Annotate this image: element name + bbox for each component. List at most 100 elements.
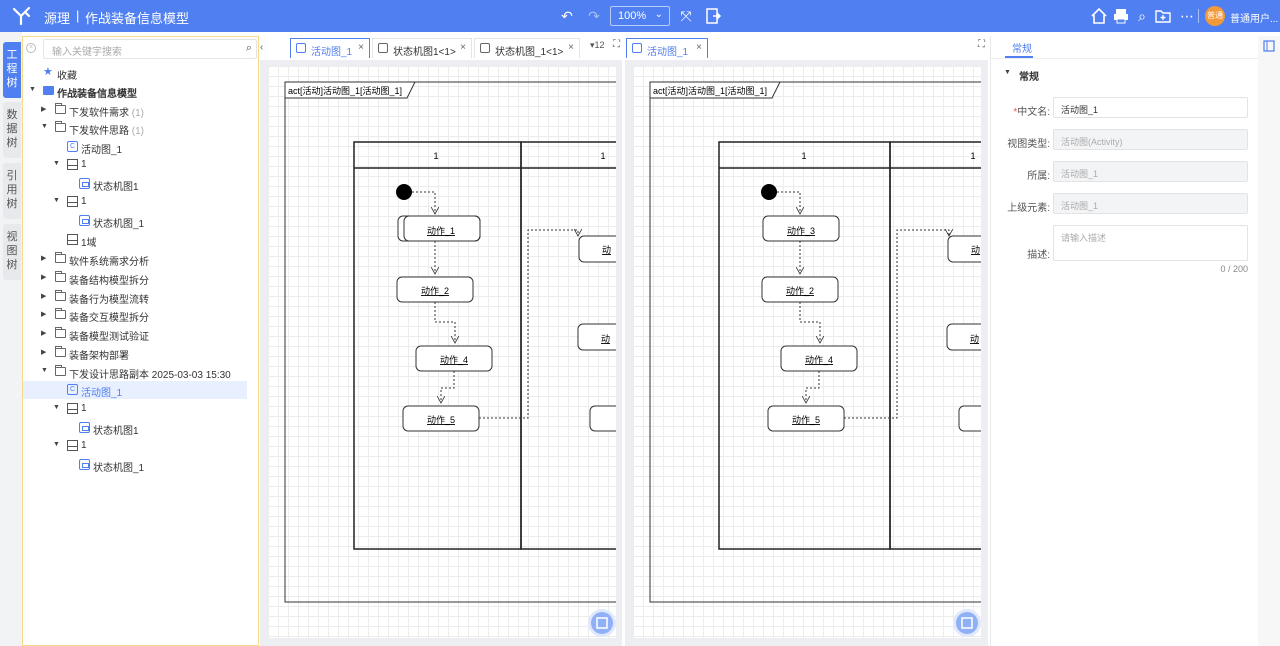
tree-node-label: 状态机图1 — [93, 182, 139, 193]
close-icon[interactable]: × — [460, 42, 466, 53]
diagram-canvas[interactable]: act[活动]活动图_1[活动图_1] 1 1 动作_1 动作_2 动作_4 动… — [268, 66, 616, 638]
split-view-icon[interactable]: ⛶ — [613, 39, 620, 50]
action-label: 动作_4 — [805, 354, 833, 365]
caret-right-icon[interactable]: ▶ — [41, 274, 47, 281]
tab-activity-diagram[interactable]: 活动图_1 × — [290, 38, 370, 58]
tab-scroll-left-icon[interactable]: ‹ — [260, 42, 264, 53]
tree-node-label: 1 — [81, 403, 87, 414]
caret-right-icon[interactable]: ▶ — [41, 255, 47, 262]
tree-node[interactable]: ▶ 装备交互模型拆分 — [23, 306, 247, 324]
avatar[interactable]: 普通 — [1205, 6, 1225, 26]
field-label-view-type: 视图类型: — [1007, 139, 1050, 150]
caret-down-icon[interactable]: ▼ — [53, 441, 60, 448]
more-icon[interactable]: ⋯ — [1180, 7, 1194, 24]
tree-node[interactable]: 1域 — [23, 231, 247, 249]
caret-right-icon[interactable]: ▶ — [41, 330, 47, 337]
action-label: 动作_1 — [427, 225, 455, 236]
name-input[interactable]: 活动图_1 — [1053, 97, 1248, 118]
tab-label: 活动图_1 — [647, 47, 689, 58]
divider — [991, 58, 1259, 59]
folder-icon — [55, 121, 66, 132]
tab-project-tree[interactable]: 工程树 — [3, 42, 21, 98]
clear-icon[interactable]: × — [26, 43, 36, 53]
panel-toggle-icon[interactable] — [1263, 40, 1275, 52]
tree-node[interactable]: 状态机图_1 — [23, 212, 247, 230]
tab-general[interactable]: 常规 — [1012, 44, 1032, 55]
tree-node-root[interactable]: ▼ 作战装备信息模型 — [23, 82, 247, 100]
caret-right-icon[interactable]: ▶ — [41, 311, 47, 318]
tree-node[interactable]: C 活动图_1 — [23, 138, 247, 156]
zoom-select[interactable]: 100% ⌄ — [610, 6, 670, 26]
tree-search-input[interactable]: 输入关键字搜索 ⌕ — [43, 39, 257, 59]
tree-node[interactable]: ▶ 软件系统需求分析 — [23, 250, 247, 268]
tree-node[interactable]: 状态机图1 — [23, 175, 247, 193]
action-node — [578, 235, 616, 263]
tab-reference-tree[interactable]: 引用树 — [3, 163, 21, 219]
user-name[interactable]: 普通用户... — [1230, 14, 1279, 25]
tree-node[interactable]: ▼ 下发设计思路副本 2025-03-03 15:30 — [23, 363, 247, 381]
caret-down-icon[interactable]: ▼ — [29, 86, 36, 93]
caret-down-icon[interactable]: ▼ — [41, 367, 48, 374]
caret-down-icon[interactable]: ▼ — [53, 160, 60, 167]
state-machine-icon — [79, 215, 90, 226]
maximize-icon[interactable]: ⛶ — [978, 39, 985, 50]
tab-activity-diagram-right[interactable]: 活动图_1 × — [626, 38, 708, 58]
fit-screen-icon[interactable]: ⤧ — [680, 7, 692, 24]
tree-node[interactable]: ▼ 1 — [23, 193, 247, 211]
action-node — [577, 323, 616, 351]
caret-down-icon[interactable]: ▼ — [41, 123, 48, 130]
caret-down-icon[interactable]: ▼ — [53, 197, 60, 204]
frame-label: act[活动]活动图_1[活动图_1] — [653, 85, 767, 96]
minimap-button[interactable] — [591, 612, 613, 634]
undo-icon[interactable]: ↶ — [561, 7, 573, 24]
description-textarea[interactable]: 请输入描述 — [1053, 225, 1248, 261]
tab-state-machine[interactable]: 状态机图1<1> × — [372, 38, 472, 58]
region-icon — [67, 440, 78, 451]
close-icon[interactable]: × — [568, 42, 574, 53]
close-icon[interactable]: × — [358, 42, 364, 53]
redo-icon[interactable]: ↷ — [588, 7, 600, 24]
folder-icon — [55, 271, 66, 282]
diagram-canvas[interactable]: act[活动]活动图_1[活动图_1] 1 1 动作_3 动作_2 动作_4 动… — [633, 66, 981, 638]
search-icon[interactable]: ⌕ — [1138, 7, 1146, 24]
tree-node[interactable]: ▶ 下发软件需求 (1) — [23, 101, 247, 119]
home-icon[interactable] — [1090, 7, 1108, 25]
parent-element-input: 活动图_1 — [1053, 193, 1248, 214]
caret-right-icon[interactable]: ▶ — [41, 349, 47, 356]
tree-node-selected[interactable]: C 活动图_1 — [23, 381, 247, 399]
tree-node[interactable]: ▶ 装备模型测试验证 — [23, 325, 247, 343]
folder-icon — [55, 327, 66, 338]
tab-state-machine-2[interactable]: 状态机图_1<1> × — [474, 38, 580, 58]
tree-node[interactable]: 状态机图1 — [23, 419, 247, 437]
tree-node[interactable]: ▼ 下发软件思路 (1) — [23, 119, 247, 137]
tree-node[interactable]: ▼ 1 — [23, 400, 247, 418]
tab-view-tree[interactable]: 视图树 — [3, 224, 21, 280]
tree-node[interactable]: 状态机图_1 — [23, 456, 247, 474]
tree-node-label: 下发软件需求 (1) — [69, 108, 145, 119]
caret-down-icon[interactable]: ▼ — [53, 404, 60, 411]
search-icon[interactable]: ⌕ — [245, 42, 252, 54]
initial-node — [761, 184, 777, 200]
tree-node-label: 活动图_1 — [81, 145, 123, 156]
folder-add-icon[interactable] — [1154, 7, 1172, 25]
tree-node[interactable]: ▼ 1 — [23, 437, 247, 455]
close-icon[interactable]: × — [696, 42, 702, 53]
tab-data-tree[interactable]: 数据树 — [3, 102, 21, 158]
tree-node[interactable]: ▶ 装备行为模型流转 — [23, 288, 247, 306]
print-icon[interactable] — [1112, 7, 1130, 25]
diagram-pane-right: act[活动]活动图_1[活动图_1] 1 1 动作_3 动作_2 动作_4 动… — [625, 60, 988, 646]
tree-node-favorites[interactable]: ★ 收藏 — [23, 64, 247, 83]
caret-right-icon[interactable]: ▶ — [41, 293, 47, 300]
caret-right-icon[interactable]: ▶ — [41, 106, 47, 113]
tree-node[interactable]: ▼ 1 — [23, 156, 247, 174]
minimap-button[interactable] — [956, 612, 978, 634]
region-icon — [67, 403, 78, 414]
tree-node[interactable]: ▶ 装备架构部署 — [23, 344, 247, 362]
divider — [1198, 9, 1199, 23]
export-icon[interactable] — [704, 7, 722, 25]
tab-overflow-count[interactable]: ▾12 — [590, 40, 605, 50]
caret-down-icon[interactable]: ▼ — [1004, 69, 1011, 76]
view-type-input: 活动图(Activity) — [1053, 129, 1248, 150]
tree-node[interactable]: ▶ 装备结构模型拆分 — [23, 269, 247, 287]
tree-node-label: 状态机图_1 — [93, 463, 145, 474]
